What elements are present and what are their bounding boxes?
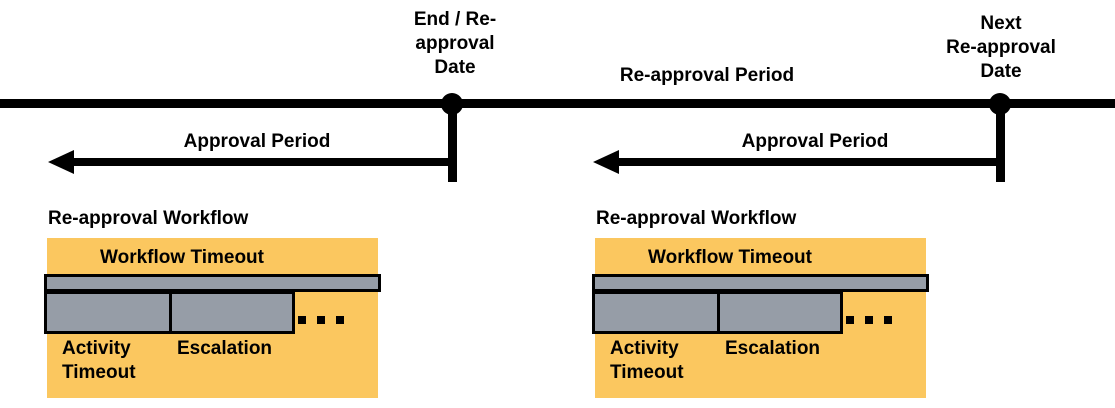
- left-arrowhead-icon: [593, 150, 619, 174]
- workflow-timeout-bar: [592, 274, 929, 292]
- activity-timeout-label: Activity Timeout: [62, 338, 136, 383]
- ellipsis-square: [884, 316, 892, 324]
- left-arrowhead-icon: [48, 150, 74, 174]
- activity-timeout-bar: [592, 291, 720, 334]
- reapproval-workflow-group-left: Re-approval Workflow Workflow Timeout Ac…: [44, 205, 392, 400]
- workflow-title: Re-approval Workflow: [48, 208, 249, 229]
- end-reapproval-date-label: End / Re- approval Date: [413, 9, 497, 78]
- workflow-timeout-label: Workflow Timeout: [100, 247, 264, 268]
- escalation-label: Escalation: [725, 338, 821, 359]
- next-reapproval-date-tick: [996, 104, 1005, 182]
- reapproval-period-label: Re-approval Period: [619, 65, 795, 86]
- approval-period-arrow-line-left: [68, 158, 457, 166]
- escalation-label: Escalation: [177, 338, 273, 359]
- more-steps-ellipsis-icon: [846, 316, 892, 324]
- ellipsis-square: [846, 316, 854, 324]
- approval-period-arrow-line-right: [613, 158, 1005, 166]
- end-reapproval-date-tick: [448, 104, 457, 182]
- escalation-bar: [169, 291, 295, 334]
- timeline-line: [0, 99, 1115, 108]
- ellipsis-square: [298, 316, 306, 324]
- workflow-title: Re-approval Workflow: [596, 208, 797, 229]
- activity-timeout-bar: [44, 291, 172, 334]
- activity-timeout-label: Activity Timeout: [610, 338, 684, 383]
- ellipsis-square: [336, 316, 344, 324]
- approval-period-label-left: Approval Period: [183, 131, 331, 152]
- escalation-bar: [717, 291, 843, 334]
- workflow-timeout-bar: [44, 274, 381, 292]
- workflow-timeout-label: Workflow Timeout: [648, 247, 812, 268]
- approval-period-label-right: Approval Period: [741, 131, 889, 152]
- ellipsis-square: [317, 316, 325, 324]
- ellipsis-square: [865, 316, 873, 324]
- more-steps-ellipsis-icon: [298, 316, 344, 324]
- next-reapproval-date-label: Next Re-approval Date: [946, 13, 1056, 82]
- reapproval-workflow-group-right: Re-approval Workflow Workflow Timeout Ac…: [592, 205, 940, 400]
